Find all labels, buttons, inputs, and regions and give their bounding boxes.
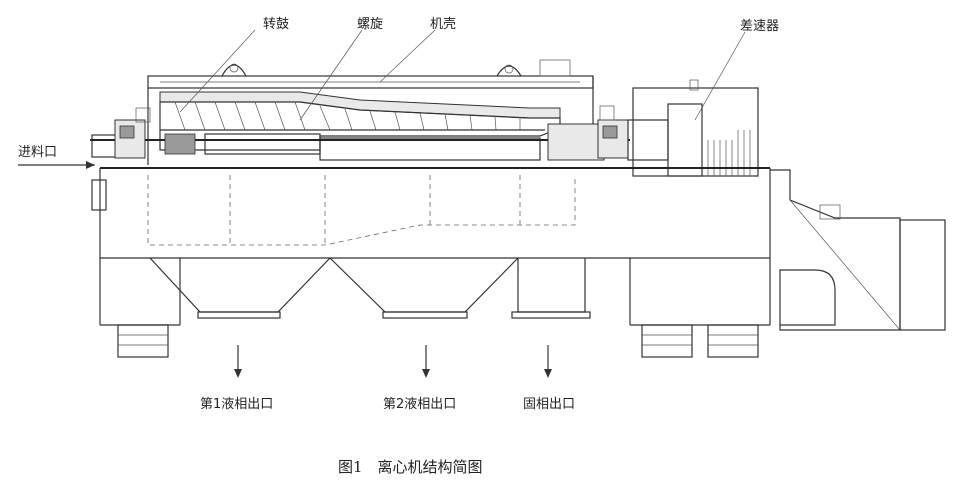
label-screw: 螺旋 [357,17,383,32]
feet [117,324,759,358]
label-feed: 进料口 [18,145,57,160]
leader-lines [179,29,746,121]
label-solid-outlet: 固相出口 [523,397,575,412]
left-bearing [91,107,196,159]
label-bowl: 转鼓 [263,17,289,32]
label-gearbox: 差速器 [740,19,779,34]
right-bearing [547,105,669,161]
outlet-arrows [234,345,552,378]
casing [147,59,594,165]
hoppers [149,257,591,319]
motor [770,169,946,331]
label-liquid-outlet-2: 第2液相出口 [383,397,456,412]
feed-arrow [18,161,95,169]
label-casing: 机壳 [430,17,456,32]
base-frame [91,167,771,326]
gearbox [632,79,759,177]
label-liquid-outlet-1: 第1液相出口 [200,397,273,412]
figure-caption: 图1 离心机结构简图 [338,458,483,476]
